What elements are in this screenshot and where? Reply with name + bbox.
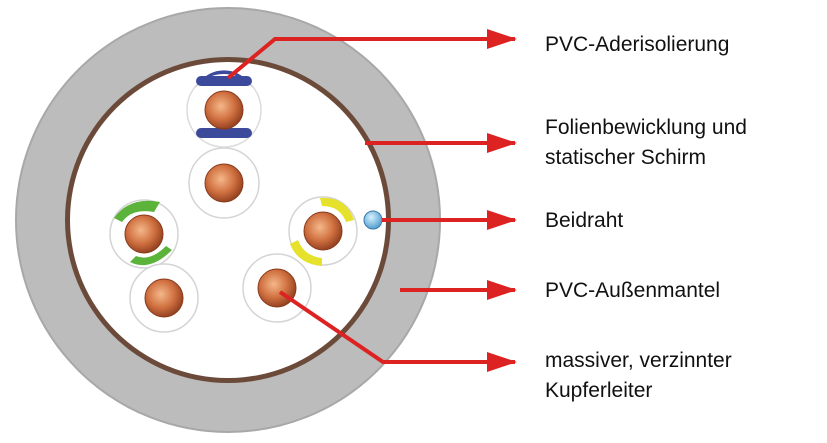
wire-white-3 <box>242 253 312 323</box>
label-outer-jacket-text: PVC-Außenmantel <box>545 279 721 302</box>
pointer-insulation <box>226 29 517 80</box>
label-insulation: PVC-Aderisolierung <box>545 30 729 60</box>
label-outer-jacket: PVC-Außenmantel <box>545 276 720 306</box>
label-conductor-line2: Kupferleiter <box>545 379 653 402</box>
label-drain-wire-text: Beidraht <box>545 209 624 232</box>
wire-green-pair <box>109 199 179 269</box>
label-conductor: massiver, verzinnter Kupferleiter <box>545 346 732 406</box>
label-foil-shield-line2: statischer Schirm <box>545 146 707 169</box>
label-foil-shield-line1: Folienbewicklung und <box>545 116 747 139</box>
wire-white-2 <box>129 263 199 333</box>
wire-white-1 <box>188 147 260 219</box>
pointer-conductor <box>278 290 517 372</box>
label-conductor-line1: massiver, verzinnter <box>545 349 732 372</box>
drain-wire <box>363 210 383 230</box>
wire-blue-pair <box>186 70 262 148</box>
wire-yellow-pair <box>288 196 358 266</box>
label-foil-shield: Folienbewicklung und statischer Schirm <box>545 113 747 173</box>
label-insulation-text: PVC-Aderisolierung <box>545 33 730 56</box>
label-drain-wire: Beidraht <box>545 206 623 236</box>
